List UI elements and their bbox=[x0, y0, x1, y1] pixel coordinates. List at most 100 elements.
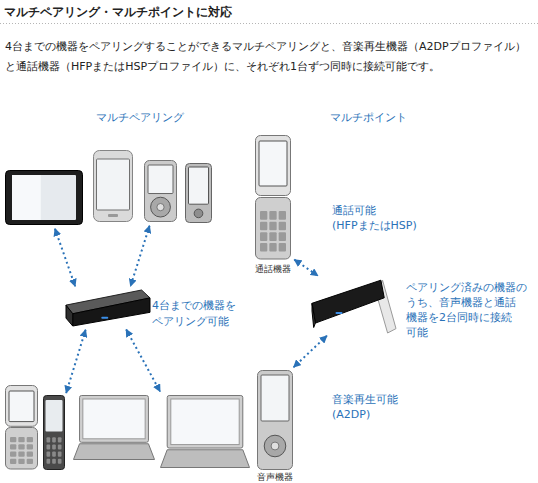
dotted-arrow bbox=[294, 336, 327, 368]
keypad-key bbox=[58, 459, 62, 464]
phone-lower bbox=[256, 198, 291, 260]
laptop-device bbox=[73, 395, 155, 460]
keypad-key bbox=[269, 211, 276, 220]
phone-button bbox=[108, 214, 118, 217]
device-icon bbox=[93, 150, 133, 222]
keypad-key bbox=[279, 243, 286, 252]
screen bbox=[259, 141, 287, 186]
keypad-key bbox=[10, 451, 16, 456]
keypad-key bbox=[18, 444, 24, 449]
keypad-key bbox=[27, 444, 33, 449]
dotted-arrow bbox=[55, 229, 75, 286]
keypad-key bbox=[269, 232, 276, 241]
laptop-base bbox=[74, 444, 155, 460]
keypad-key bbox=[269, 243, 276, 252]
device-icon bbox=[66, 290, 150, 326]
keypad-key bbox=[279, 211, 286, 220]
keypad-key bbox=[52, 444, 56, 449]
screen bbox=[83, 399, 145, 439]
speaker-front bbox=[312, 280, 384, 323]
keypad-key bbox=[260, 232, 267, 241]
keypad-key bbox=[10, 444, 16, 449]
control-button bbox=[194, 209, 203, 218]
phone-lower bbox=[6, 428, 38, 470]
keypad-key bbox=[47, 444, 51, 449]
keypad-key bbox=[52, 452, 56, 457]
laptop-lid bbox=[167, 396, 243, 449]
keypad-key bbox=[260, 243, 267, 252]
device-icon bbox=[185, 163, 212, 223]
device-icon bbox=[257, 370, 293, 470]
section-heading: マルチポイント bbox=[330, 111, 450, 125]
keypad-key bbox=[47, 459, 51, 464]
phone-device: 通話機器 bbox=[255, 135, 291, 260]
screen bbox=[189, 167, 209, 204]
dotted-arrow bbox=[126, 330, 160, 392]
screen bbox=[97, 159, 130, 210]
keypad-key bbox=[18, 451, 24, 456]
keypad-key bbox=[269, 222, 276, 231]
tablet-device bbox=[5, 170, 83, 225]
device-icon bbox=[43, 395, 65, 470]
speaker-led bbox=[336, 312, 343, 314]
laptop-lid bbox=[80, 396, 149, 443]
node-label: ペアリング済みの機器の うち、音声機器と通話 機器を2台同時に接続 可能 bbox=[406, 280, 534, 340]
speaker-front bbox=[73, 298, 150, 326]
node-label: 音声機器 bbox=[243, 471, 307, 483]
center-button bbox=[157, 203, 164, 210]
speaker-device: 4台までの機器を ペアリング可能 bbox=[66, 290, 150, 326]
speaker-side bbox=[66, 305, 73, 326]
device-icon bbox=[5, 170, 83, 225]
screen bbox=[9, 391, 34, 422]
feature-phone-device bbox=[5, 385, 38, 470]
phone-upper bbox=[6, 386, 38, 427]
connector-label: 通話可能 (HFPまたはHSP) bbox=[332, 203, 428, 233]
keypad-key bbox=[279, 222, 286, 231]
dotted-arrow bbox=[294, 260, 318, 276]
keypad-key bbox=[58, 452, 62, 457]
player-body bbox=[258, 371, 293, 470]
keypad-key bbox=[58, 444, 62, 449]
device-icon bbox=[5, 385, 38, 470]
device-icon bbox=[144, 160, 177, 222]
dotted-rule bbox=[0, 23, 538, 24]
device-icon bbox=[255, 135, 291, 260]
keypad-key bbox=[10, 437, 16, 442]
keypad-key bbox=[18, 437, 24, 442]
speaker-device: ペアリング済みの機器の うち、音声機器と通話 機器を2台同時に接続 可能 bbox=[312, 278, 396, 333]
screen bbox=[12, 175, 76, 220]
center-button bbox=[271, 442, 279, 450]
music-player-device bbox=[144, 160, 177, 222]
laptop-device bbox=[160, 395, 250, 468]
page-title: マルチペアリング・マルチポイントに対応 bbox=[4, 4, 232, 20]
keypad-key bbox=[18, 459, 24, 464]
control-wheel bbox=[264, 435, 286, 457]
music-player-device: 音声機器 bbox=[257, 370, 293, 470]
player-body bbox=[186, 164, 212, 223]
node-label: 4台までの機器を ペアリング可能 bbox=[152, 298, 248, 330]
intro-paragraph: 4台までの機器をペアリングすることができるマルチペアリングと、音楽再生機器（A2… bbox=[5, 37, 537, 77]
music-player-device bbox=[185, 163, 212, 223]
screen bbox=[261, 375, 289, 421]
feature-phone-device bbox=[43, 395, 65, 470]
device-icon bbox=[73, 395, 155, 460]
speaker-led bbox=[101, 317, 108, 319]
keypad-key bbox=[260, 211, 267, 220]
dotted-arrow bbox=[131, 226, 150, 286]
phone-body bbox=[94, 151, 133, 222]
keypad-key bbox=[52, 459, 56, 464]
tablet-frame bbox=[6, 171, 83, 225]
laptop-base bbox=[161, 450, 250, 468]
screen bbox=[148, 165, 173, 194]
connector-label: 音楽再生可能 (A2DP) bbox=[332, 392, 428, 422]
keypad-key bbox=[47, 452, 51, 457]
keypad-key bbox=[52, 437, 56, 442]
keypad-key bbox=[279, 232, 286, 241]
player-body bbox=[145, 161, 177, 222]
smartphone-device bbox=[93, 150, 133, 222]
screen-highlight bbox=[12, 175, 41, 220]
phone-body bbox=[44, 396, 65, 470]
screen bbox=[46, 400, 63, 432]
